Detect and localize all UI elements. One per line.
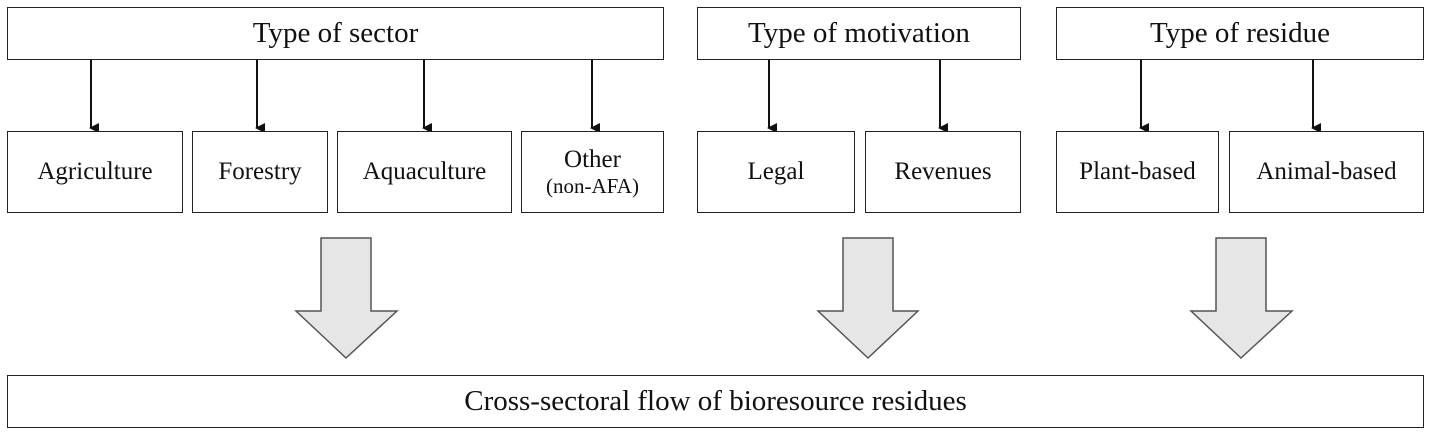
box-forestry: Forestry	[192, 131, 328, 213]
box-agriculture: Agriculture	[7, 131, 183, 213]
header-type-of-residue: Type of residue	[1056, 7, 1424, 60]
box-revenues-label: Revenues	[894, 157, 992, 185]
box-forestry-label: Forestry	[218, 157, 302, 185]
box-animal-based: Animal-based	[1229, 131, 1424, 213]
box-other-label: Other	[564, 145, 621, 173]
box-legal: Legal	[697, 131, 855, 213]
box-other: Other (non-AFA)	[521, 131, 664, 213]
result-label: Cross-sectoral flow of bioresource resid…	[464, 384, 967, 417]
box-aquaculture: Aquaculture	[337, 131, 512, 213]
header-type-of-sector-label: Type of sector	[252, 16, 419, 49]
block-arrow-motivation	[816, 237, 920, 360]
box-other-sublabel: (non-AFA)	[546, 174, 639, 199]
block-arrow-residue	[1189, 237, 1294, 360]
box-plant-based-label: Plant-based	[1079, 157, 1196, 185]
header-type-of-sector: Type of sector	[7, 7, 664, 60]
box-animal-based-label: Animal-based	[1256, 157, 1397, 185]
box-legal-label: Legal	[747, 157, 805, 185]
box-aquaculture-label: Aquaculture	[362, 157, 487, 185]
result-box: Cross-sectoral flow of bioresource resid…	[7, 375, 1424, 428]
header-type-of-residue-label: Type of residue	[1150, 16, 1330, 49]
box-revenues: Revenues	[865, 131, 1021, 213]
header-type-of-motivation: Type of motivation	[697, 7, 1021, 60]
box-plant-based: Plant-based	[1056, 131, 1219, 213]
header-type-of-motivation-label: Type of motivation	[748, 16, 970, 49]
block-arrow-sector	[294, 237, 399, 360]
box-agriculture-label: Agriculture	[37, 157, 153, 185]
